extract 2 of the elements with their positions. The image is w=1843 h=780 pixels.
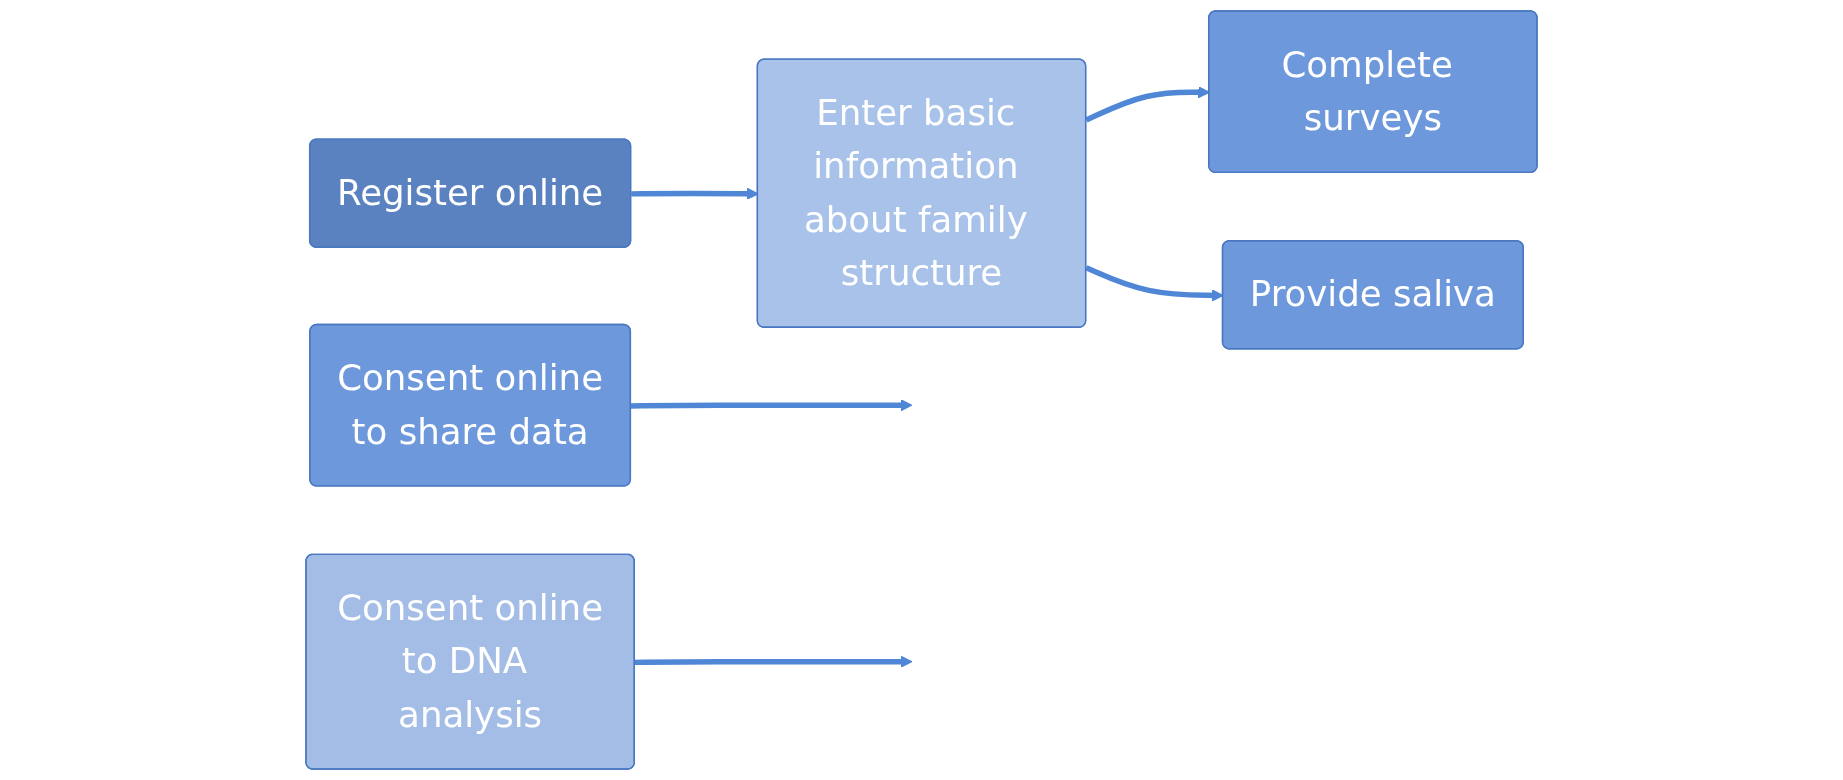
arrow [634,655,913,668]
arrow [631,399,913,412]
